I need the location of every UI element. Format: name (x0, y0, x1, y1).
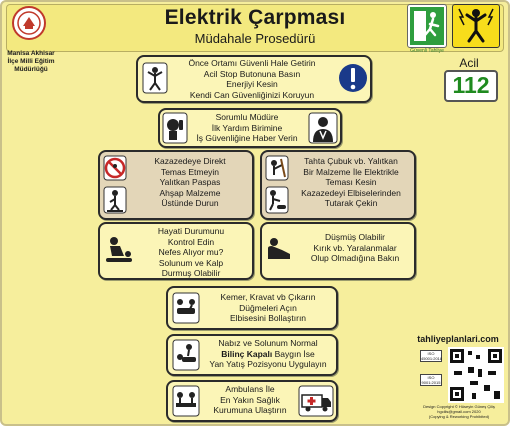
emergency-exit-icon (407, 4, 447, 48)
step-4-text: Tahta Çubuk vb. Yalıtkan Bir Malzeme İle… (301, 156, 401, 208)
unconscious-highlight: Bilinç Kapalı (221, 348, 273, 359)
electric-shock-hazard-icon (452, 4, 500, 48)
insulating-mat-icon (103, 186, 127, 219)
step-check-injuries (260, 222, 416, 280)
check-breathing-icon (104, 232, 134, 271)
pull-victim-icon (265, 186, 289, 219)
organization-name: Manisa Akhisar İlçe Milli Eğitim Müdürlü… (7, 50, 55, 73)
loosen-clothing-icon (172, 292, 200, 329)
doctor-icon (308, 112, 338, 149)
step-secure-area (136, 55, 372, 103)
meb-emblem-icon (12, 6, 46, 40)
step-check-vitals (98, 222, 254, 280)
fallen-person-icon (264, 234, 294, 269)
qr-code-icon (448, 347, 504, 408)
step-5-text: Hayati Durumunu Kontrol Edin Nefes Alıyo… (157, 226, 225, 278)
step-2-text: Sorumlu Müdüre İlk Yardım Birimine İş Gü… (196, 112, 298, 143)
recovery-position-icon (172, 339, 200, 376)
step-1-text: Önce Ortamı Güvenli Hale Getirin Acil St… (188, 58, 316, 100)
step-6-text: Düşmüş Olabilir Kırık vb. Yaralanmalar O… (310, 232, 400, 263)
exclamation-icon (338, 62, 368, 99)
emergency-number: 112 (452, 72, 490, 98)
step-7-text: Kemer, Kravat vb Çıkarın Düğmeleri Açın … (220, 292, 316, 323)
page-title: Elektrik Çarpması (164, 6, 346, 29)
emergency-number-box (444, 70, 498, 102)
stretcher-icon (172, 385, 200, 422)
emergency-label: Acil (459, 56, 479, 70)
page-subtitle: Müdahale Prosedürü (194, 31, 316, 46)
step-8-text: Nabız ve Solunum Normal Bilinç Kapalı Ba… (209, 338, 327, 369)
wooden-stick-icon (265, 155, 289, 186)
copyright-text: Design Copyright © Hüseyin Güneş Çiliş h… (423, 404, 495, 419)
iso-9001-badge: ISO 9001:2015 (420, 374, 442, 386)
step-3-text: Kazazedeye Direkt Temas Etmeyin Yalıtkan… (154, 156, 226, 208)
shock-victim-icon (142, 62, 168, 99)
iso-45001-badge: ISO 45001:2018 (420, 350, 443, 362)
phone-call-icon (162, 112, 188, 149)
website-link[interactable]: tahliyeplanlari.com (417, 334, 499, 344)
exit-sign-label: Güvenli Tahliye (410, 48, 444, 54)
ambulance-icon (298, 385, 334, 422)
step-9-text: Ambulans İle En Yakın Sağlık Kurumuna Ul… (213, 384, 287, 415)
no-touch-icon (103, 155, 127, 186)
